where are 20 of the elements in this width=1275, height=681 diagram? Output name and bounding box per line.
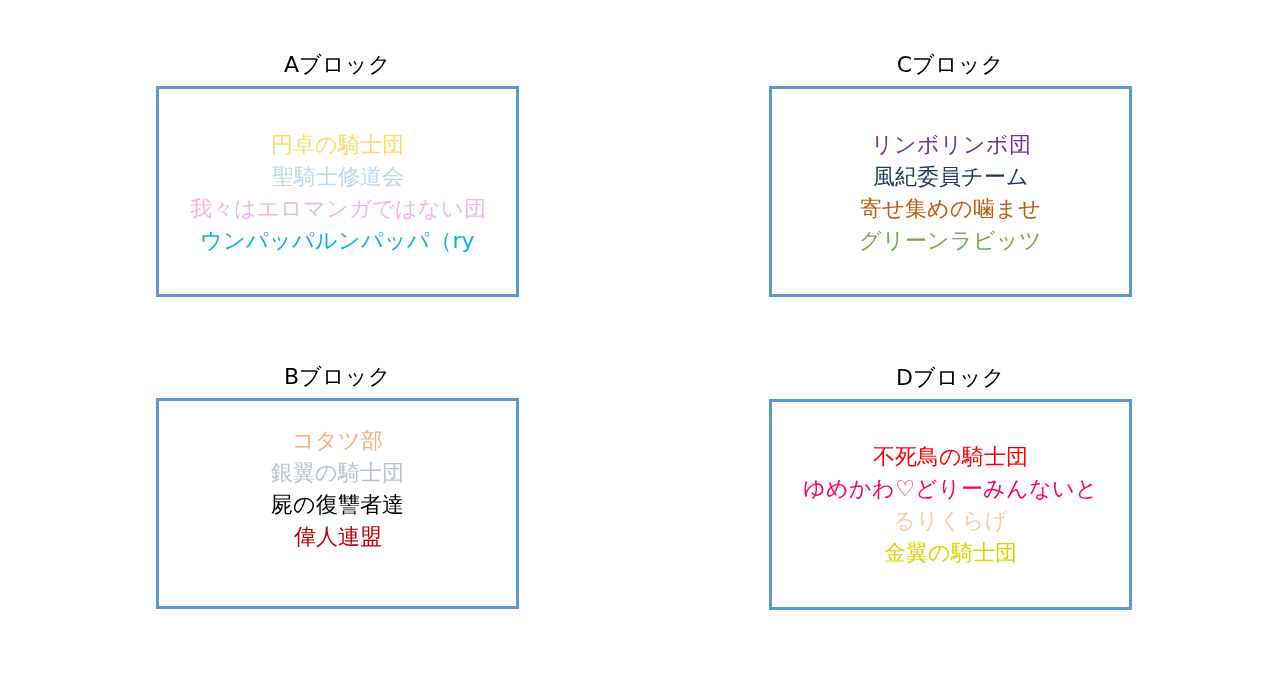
team-name: るりくらげ	[893, 507, 1008, 535]
team-name: 円卓の騎士団	[271, 131, 404, 159]
team-name: グリーンラビッツ	[859, 227, 1042, 255]
team-name: 不死鳥の騎士団	[873, 443, 1028, 471]
team-name: 聖騎士修道会	[271, 163, 404, 191]
team-name: 我々はエロマンガではない団	[189, 195, 486, 223]
team-name: コタツ部	[292, 427, 383, 455]
block-title: Cブロック	[896, 52, 1005, 78]
team-name: 風紀委員チーム	[872, 163, 1029, 191]
team-name: ウンパッパルンパッパ（ry	[200, 227, 475, 255]
team-name: 寄せ集めの噛ませ	[860, 195, 1041, 223]
block-title: Bブロック	[283, 364, 392, 390]
team-name: 偉人連盟	[293, 523, 382, 551]
team-name: ゆめかわ♡どりーみんないと	[803, 475, 1098, 503]
team-name: リンボリンボ団	[870, 131, 1031, 159]
team-name: 屍の復讐者達	[271, 491, 404, 519]
team-name: 銀翼の騎士団	[271, 459, 404, 487]
team-name: 金翼の騎士団	[884, 539, 1017, 567]
block-title: Dブロック	[896, 365, 1005, 391]
block-title: Aブロック	[283, 52, 392, 78]
